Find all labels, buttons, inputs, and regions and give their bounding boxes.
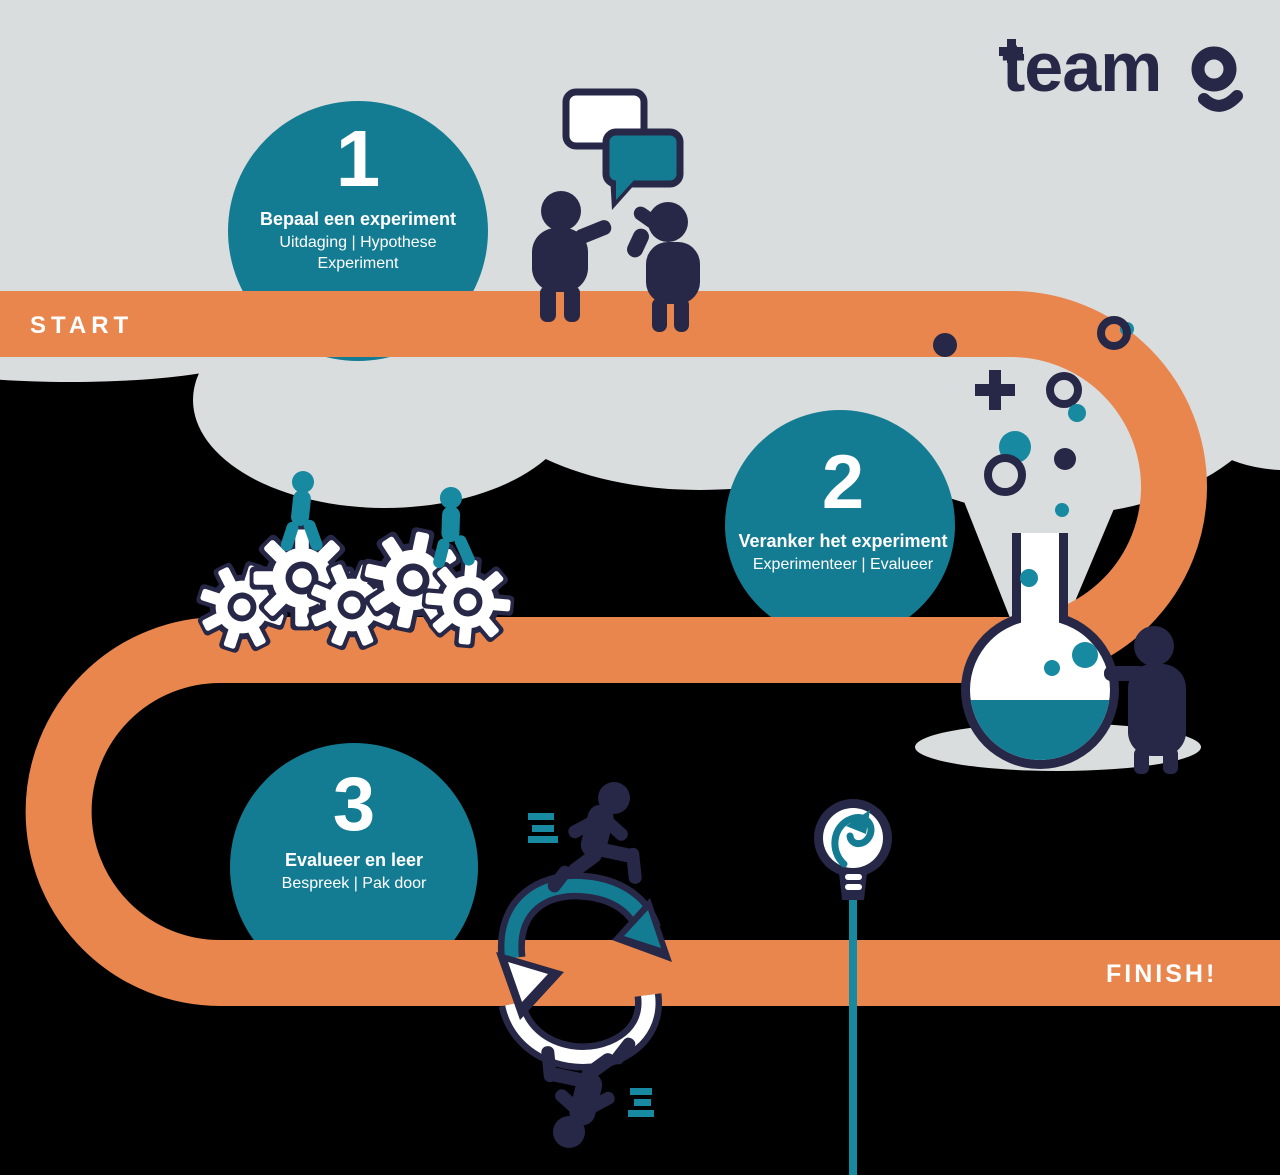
- talking-figures-icon: [532, 191, 700, 332]
- speed-lines-icon: [528, 813, 558, 843]
- speech-bubbles-icon: [562, 88, 684, 210]
- step-3-subtitle-1: Bespreek | Pak door: [282, 875, 427, 892]
- scientist-figure-icon: [1104, 626, 1186, 774]
- logo-tick-icon: [1007, 39, 1016, 63]
- step-3-circle: 3 Evalueer en leer Bespreek | Pak door: [230, 743, 478, 991]
- step-2-subtitle-1: Experimenteer | Evalueer: [753, 556, 934, 573]
- plus-icon: [975, 370, 1015, 410]
- step-1-number: 1: [336, 114, 381, 203]
- bubbles-icon: [933, 316, 1134, 517]
- running-figure-icon: [528, 782, 643, 895]
- lightbulb-idea-icon: [814, 799, 892, 1175]
- step-2-number: 2: [822, 440, 864, 525]
- logo-q-mark: [1191, 46, 1237, 92]
- chemistry-flask-icon: [961, 533, 1119, 769]
- step-2-disc: [725, 410, 955, 640]
- step-1-title: Bepaal een experiment: [260, 209, 456, 229]
- start-label: START: [30, 312, 133, 339]
- step-2-circle: 2 Veranker het experiment Experimenteer …: [725, 410, 955, 640]
- step-1-subtitle-1: Uitdaging | Hypothese: [279, 234, 436, 251]
- brand-logo: team: [999, 28, 1243, 112]
- step-3-number: 3: [333, 762, 375, 847]
- step-3-title: Evalueer en leer: [285, 850, 423, 870]
- running-figure-inverted-icon: [540, 1035, 654, 1148]
- speed-lines-icon: [628, 1088, 654, 1117]
- step-1-subtitle-2: Experiment: [318, 255, 399, 272]
- finish-label: FINISH!: [1106, 960, 1217, 988]
- step-3-disc: [230, 743, 478, 991]
- logo-q-tail: [1198, 90, 1243, 112]
- cycle-arrows-icon: [496, 872, 672, 1071]
- step-2-title: Veranker het experiment: [738, 531, 947, 551]
- logo-wordmark: team: [1002, 28, 1161, 106]
